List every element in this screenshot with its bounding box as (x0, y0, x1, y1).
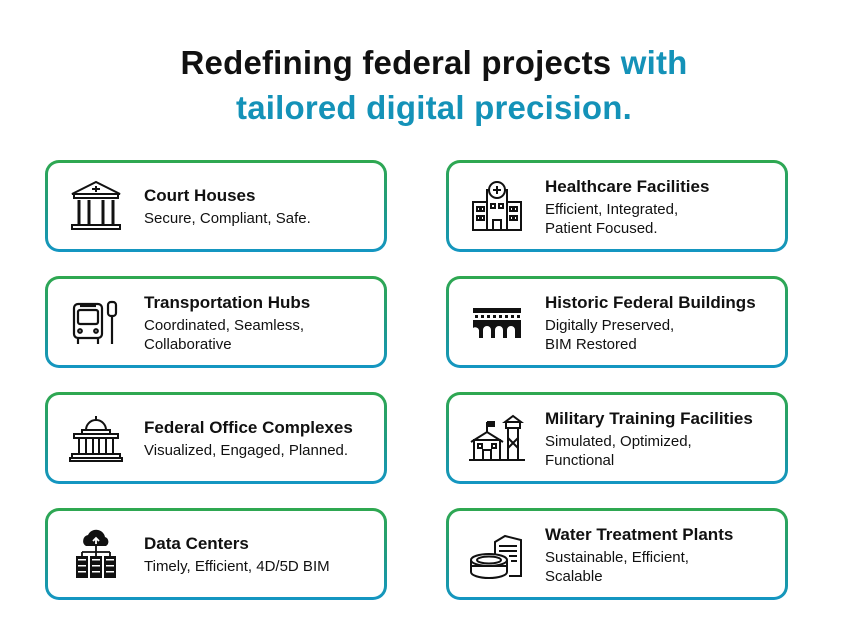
card-desc-line-1: Simulated, Optimized, (545, 432, 692, 450)
card-desc-line-2: Functional (545, 451, 615, 469)
card-desc: Visualized, Engaged, Planned. (144, 442, 349, 459)
title-part-1: Redefining federal projects (180, 44, 621, 81)
card-desc: Coordinated, Seamless, Collaborative (144, 316, 376, 354)
card-water-treatment-plants: Water Treatment Plants Sustainable, Effi… (446, 508, 788, 600)
card-title: Data Centers (144, 534, 249, 553)
water-tank-icon (449, 511, 545, 597)
card-desc-line-2: Collaborative (144, 335, 232, 353)
card-title: Court Houses (144, 186, 256, 205)
card-transportation-hubs: Transportation Hubs Coordinated, Seamles… (45, 276, 387, 368)
card-historic-federal-buildings: Historic Federal Buildings Digitally Pre… (446, 276, 788, 368)
card-desc: Sustainable, Efficient, Scalable (545, 548, 777, 586)
historic-building-icon (449, 279, 545, 365)
card-title: Federal Office Complexes (144, 418, 353, 437)
bus-icon (48, 279, 144, 365)
card-title: Transportation Hubs (144, 292, 311, 312)
card-desc-line-2: Scalable (545, 567, 603, 585)
card-federal-office-complexes: Federal Office Complexes Visualized, Eng… (45, 392, 387, 484)
capitol-dome-icon (48, 395, 144, 481)
card-title: Water Treatment Plants (545, 524, 734, 544)
card-title: Historic Federal Buildings (545, 292, 756, 312)
card-desc-line-2: Patient Focused. (545, 219, 658, 237)
card-title: Military Training Facilities (545, 408, 753, 428)
card-desc: Secure, Compliant, Safe. (144, 210, 311, 227)
military-facility-icon (449, 395, 545, 481)
card-title: Healthcare Facilities (545, 176, 710, 196)
title-part-2: with (620, 44, 688, 81)
card-desc: Simulated, Optimized, Functional (545, 432, 777, 470)
card-healthcare-facilities: Healthcare Facilities Efficient, Integra… (446, 160, 788, 252)
page-title: Redefining federal projects with tailore… (0, 40, 868, 130)
card-court-houses: Court Houses Secure, Compliant, Safe. (45, 160, 387, 252)
hospital-icon (449, 163, 545, 249)
courthouse-icon (48, 163, 144, 249)
card-desc-line-1: Coordinated, Seamless, (144, 316, 305, 334)
card-desc-line-1: Digitally Preserved, (545, 316, 675, 334)
card-desc-line-1: Sustainable, Efficient, (545, 548, 689, 566)
cloud-server-icon (48, 511, 144, 597)
title-line-1: Redefining federal projects with (0, 40, 868, 85)
card-military-training-facilities: Military Training Facilities Simulated, … (446, 392, 788, 484)
card-desc: Digitally Preserved, BIM Restored (545, 316, 777, 354)
card-desc: Efficient, Integrated, Patient Focused. (545, 200, 777, 238)
card-desc-line-2: BIM Restored (545, 335, 637, 353)
title-line-2: tailored digital precision. (236, 89, 632, 126)
card-desc-line-1: Efficient, Integrated, (545, 200, 679, 218)
card-desc: Timely, Efficient, 4D/5D BIM (144, 558, 330, 575)
card-data-centers: Data Centers Timely, Efficient, 4D/5D BI… (45, 508, 387, 600)
